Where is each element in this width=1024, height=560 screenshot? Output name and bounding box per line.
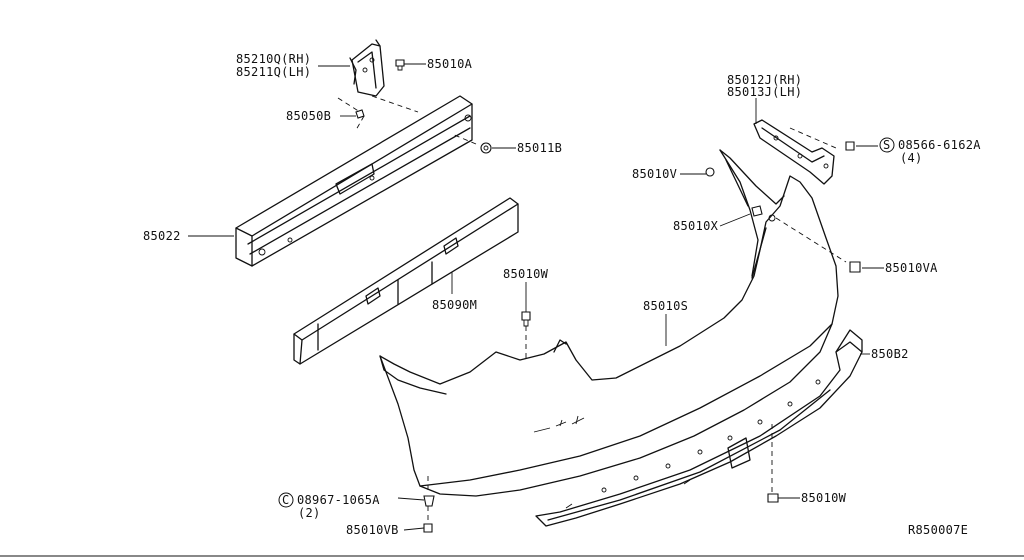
side-bracket [753, 119, 835, 185]
label-clip-85010w-bottom: 85010W [801, 491, 847, 505]
leader-lines [188, 63, 884, 531]
lower-cover-850b2 [535, 329, 863, 527]
assembly-lines [337, 95, 847, 522]
screw-08967-icon [423, 495, 435, 507]
clip-85010a-icon [395, 59, 405, 71]
label-bracket-lh: 85211Q(LH) [236, 65, 311, 79]
clip-85010w-bottom-icon [767, 493, 779, 503]
clip-85010v-icon [705, 167, 715, 177]
label-absorber-85090m: 85090M [432, 298, 477, 312]
absorber-85090m [293, 197, 519, 365]
nut-85011b-icon [480, 142, 492, 154]
label-lower-cover-850b2: 850B2 [871, 347, 909, 361]
label-screw-08967: 08967-1065A [297, 493, 380, 507]
clip-85010x-icon [751, 205, 776, 222]
label-clip-85010va: 85010VA [885, 261, 938, 275]
clip-85010w-top-icon [521, 311, 531, 327]
label-nut-85011b: 85011B [517, 141, 562, 155]
label-bumper-fascia-85010s: 85010S [643, 299, 688, 313]
label-side-bracket-rh: 85012J(RH) [727, 73, 802, 87]
upper-bracket [349, 39, 385, 97]
label-bolt-85050b: 85050B [286, 109, 331, 123]
screw-symbol-s-icon [879, 137, 895, 153]
bumper-fascia-85010s [379, 149, 839, 497]
screw-symbol-c-icon [278, 492, 294, 508]
label-bracket-rh: 85210Q(RH) [236, 52, 311, 66]
label-screw-08566: 08566-6162A [898, 138, 981, 152]
label-clip-85010w-top: 85010W [503, 267, 549, 281]
label-side-bracket-lh: 85013J(LH) [727, 85, 802, 99]
label-reinforcement-85022: 85022 [143, 229, 181, 243]
label-clip-85010a: 85010A [427, 57, 473, 71]
label-screw-08566-symbol: S [883, 138, 891, 152]
screw-08566-icon [845, 141, 855, 151]
clip-85010vb-icon [423, 523, 433, 533]
label-clip-85010v: 85010V [632, 167, 677, 181]
label-clip-85010vb: 85010VB [346, 523, 399, 537]
label-screw-08967-symbol: C [282, 493, 290, 507]
reinforcement-85022 [235, 95, 473, 267]
label-screw-08967-qty: (2) [298, 506, 321, 520]
clip-85010va-icon [849, 261, 861, 273]
bolt-85050b-icon [355, 109, 365, 119]
diagram-id: R850007E [908, 523, 968, 537]
label-clip-85010x: 85010X [673, 219, 719, 233]
label-screw-08566-qty: (4) [900, 151, 923, 165]
